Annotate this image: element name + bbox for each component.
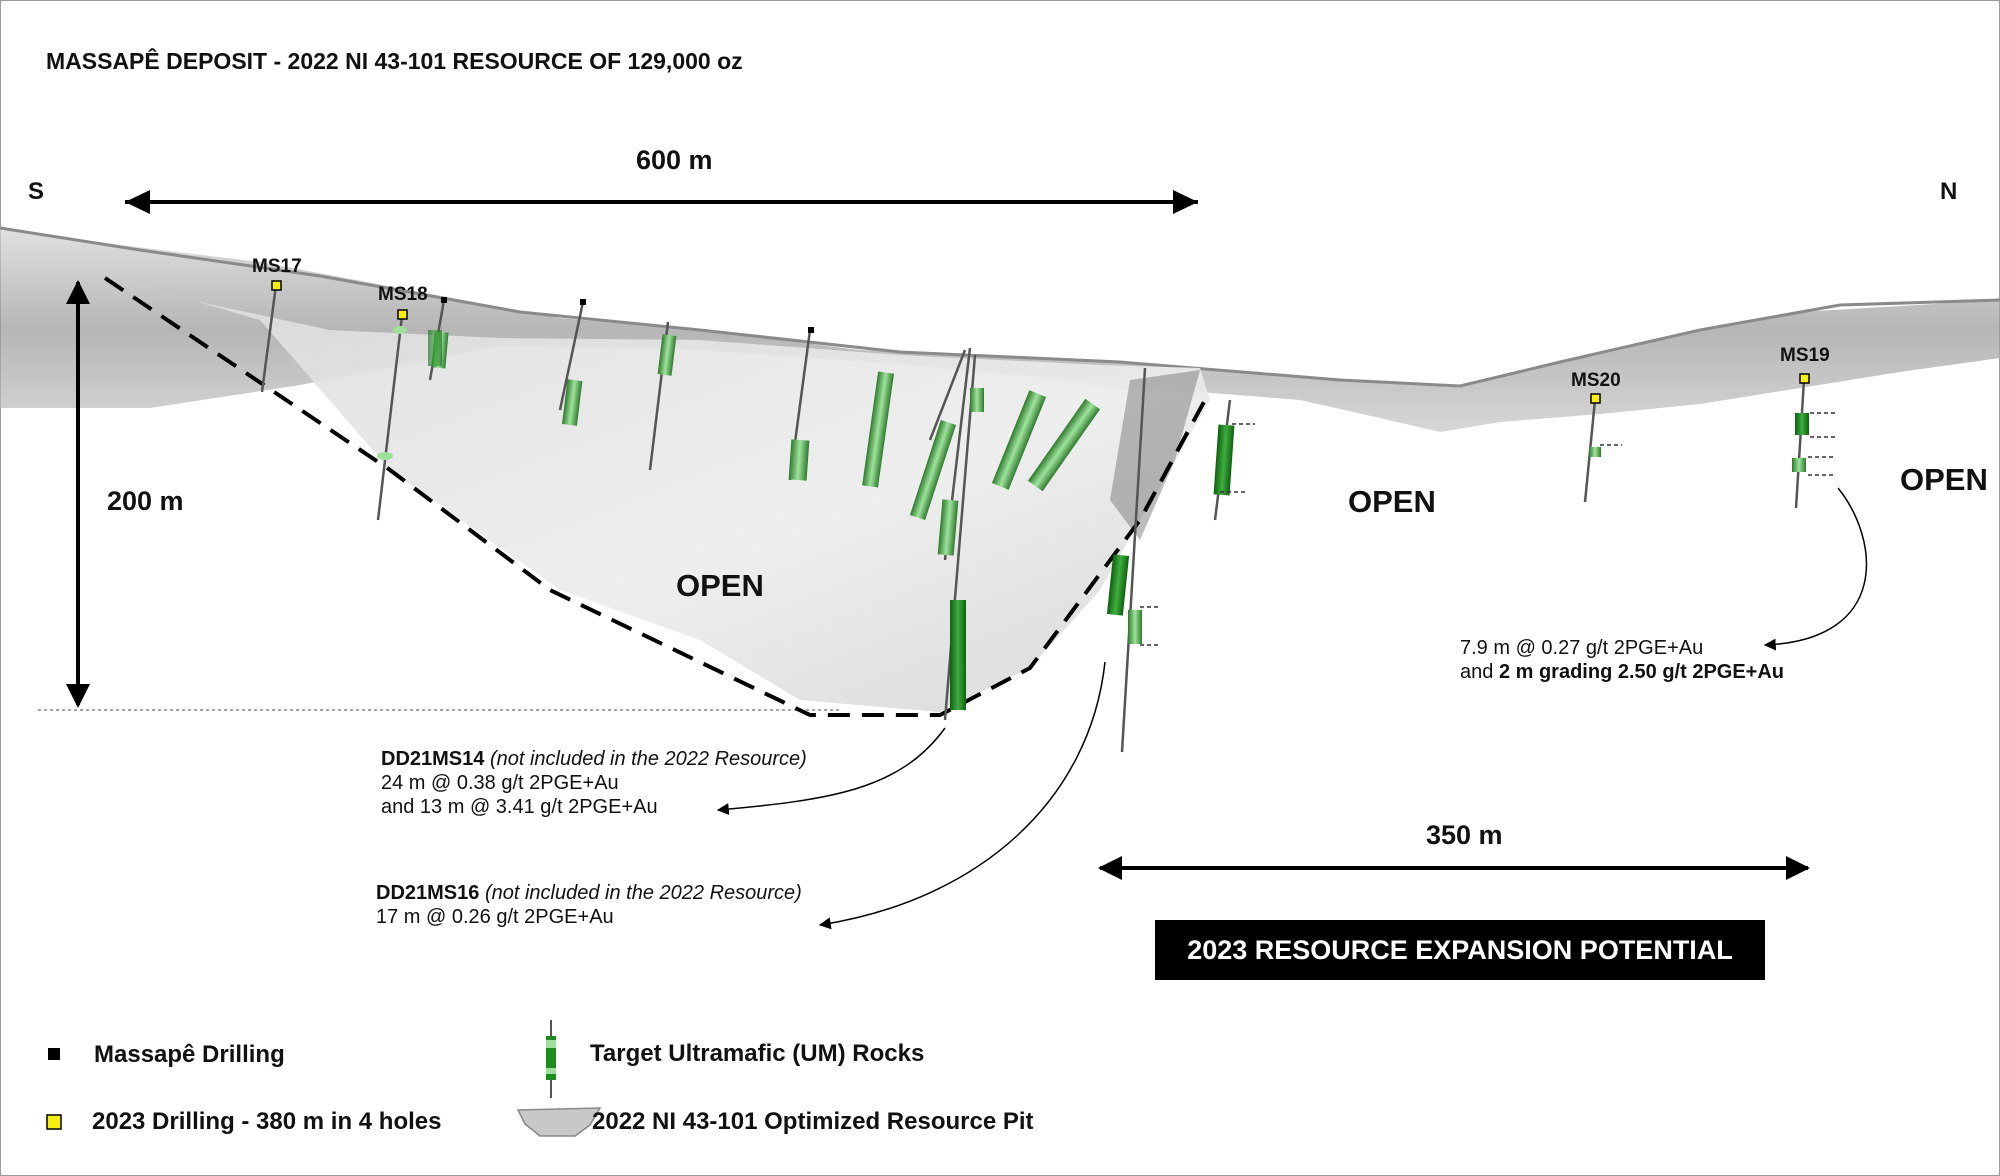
ultramafic-intervals xyxy=(377,326,1809,710)
annotation-dd21ms16: DD21MS16 (not included in the 2022 Resou… xyxy=(376,881,802,929)
ms14-note: (not included in the 2022 Resource) xyxy=(489,748,807,770)
expansion-arrow-head-left xyxy=(1098,856,1122,880)
legend-um-rock-icon xyxy=(546,1020,556,1098)
ms16-hole: DD21MS16 xyxy=(376,882,480,904)
width-label: 600 m xyxy=(636,145,713,175)
annotation-ms19: 7.9 m @ 0.27 g/t 2PGE+Au and 2 m grading… xyxy=(1460,636,1784,684)
expansion-width-label: 350 m xyxy=(1426,820,1503,850)
south-label: S xyxy=(28,178,45,205)
ms16-note: (not included in the 2022 Resource) xyxy=(484,882,802,904)
ms19-line2-bold: 2 m grading 2.50 g/t 2PGE+Au xyxy=(1498,661,1785,683)
north-label: N xyxy=(1940,178,1958,205)
ms16-line1: 17 m @ 0.26 g/t 2PGE+Au xyxy=(376,906,614,928)
open-label-north: OPEN xyxy=(1900,462,1988,497)
annotation-dd21ms14: DD21MS14 (not included in the 2022 Resou… xyxy=(381,747,807,819)
surface-band xyxy=(0,228,2000,432)
ms19-line1: 7.9 m @ 0.27 g/t 2PGE+Au xyxy=(1460,637,1704,659)
depth-arrow-head-bottom xyxy=(66,684,90,708)
ms19-line2-prefix: and xyxy=(1460,661,1499,683)
legend-target-um: Target Ultramafic (UM) Rocks xyxy=(590,1040,925,1067)
width-arrow-head-right xyxy=(1173,190,1198,214)
legend-2023-drilling: 2023 Drilling - 380 m in 4 holes xyxy=(92,1108,442,1135)
leader-ms16 xyxy=(818,661,1106,930)
resource-pit-shell xyxy=(105,275,1210,712)
ms14-hole: DD21MS14 xyxy=(381,748,485,770)
legend-pit-icon xyxy=(516,1107,602,1137)
ms14-line1: 24 m @ 0.38 g/t 2PGE+Au xyxy=(381,772,619,794)
expansion-banner: 2023 RESOURCE EXPANSION POTENTIAL xyxy=(1155,920,1765,980)
legend-resource-pit: 2022 NI 43-101 Optimized Resource Pit xyxy=(592,1108,1034,1135)
hole-label-ms19: MS19 xyxy=(1780,345,1830,366)
pit-dark-shading xyxy=(1110,370,1200,540)
legend-yellow-square-icon xyxy=(46,1114,62,1130)
hole-label-ms18: MS18 xyxy=(378,284,428,305)
legend-massape-drilling: Massapê Drilling xyxy=(94,1041,285,1068)
open-label-pit: OPEN xyxy=(676,568,764,603)
depth-arrow-head-top xyxy=(66,280,90,304)
leader-ms14 xyxy=(716,727,946,816)
interval-ticks xyxy=(1140,412,1835,646)
open-label-center: OPEN xyxy=(1348,484,1436,519)
surface-band-upper xyxy=(0,226,2000,388)
drilling-2023-collars xyxy=(271,280,1810,404)
massape-collars xyxy=(441,297,814,333)
pit-outline-dashed xyxy=(103,276,1207,717)
depth-label: 200 m xyxy=(107,486,184,516)
expansion-arrow-head-right xyxy=(1786,856,1810,880)
legend-black-square-icon xyxy=(48,1048,60,1060)
leader-ms19 xyxy=(1763,487,1868,651)
hole-label-ms20: MS20 xyxy=(1571,370,1621,391)
ms14-line2: and 13 m @ 3.41 g/t 2PGE+Au xyxy=(381,796,658,818)
width-arrow-head-left xyxy=(125,190,150,214)
hole-label-ms17: MS17 xyxy=(252,256,302,277)
figure-title: MASSAPÊ DEPOSIT - 2022 NI 43-101 RESOURC… xyxy=(46,48,743,74)
